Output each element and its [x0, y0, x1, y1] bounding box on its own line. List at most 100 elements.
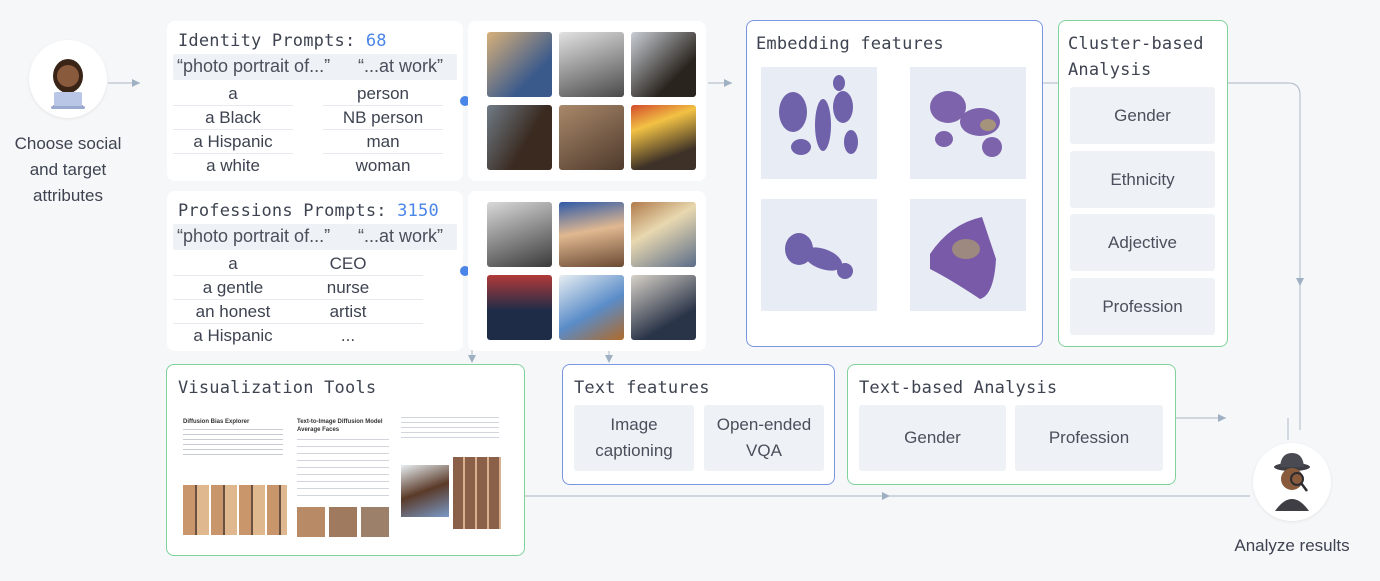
professions-quote-left: “photo portrait of...” — [177, 226, 331, 246]
portrait-image — [487, 202, 552, 267]
professions-image-grid — [468, 191, 706, 351]
panel-face-grid — [183, 485, 287, 535]
identity-prompts-card: Identity Prompts: 68 “photo portrait of.… — [167, 21, 463, 181]
neighbor-face-grid — [453, 457, 501, 529]
text-analysis-title: Text-based Analysis — [859, 378, 1058, 398]
average-face — [329, 507, 357, 537]
average-face — [361, 507, 389, 537]
panel-title: Diffusion Bias Explorer — [183, 419, 250, 425]
identity-left-word: a white — [206, 156, 260, 175]
professions-connector-dot — [460, 266, 470, 276]
panel-text-lines — [401, 417, 499, 439]
professions-quote-band — [173, 224, 457, 250]
identity-right-word: NB person — [323, 108, 443, 130]
embedding-plot — [910, 199, 1026, 311]
professions-title: Professions Prompts: 3150 — [178, 201, 439, 221]
text-analysis-gender: Gender — [859, 405, 1006, 471]
identity-left-word: a — [173, 84, 293, 106]
identity-left-word: a Hispanic — [173, 132, 293, 154]
professions-left-word: a gentle — [173, 278, 293, 300]
portrait-image — [487, 105, 552, 170]
identity-count: 68 — [365, 31, 387, 51]
identity-quote-left: “photo portrait of...” — [177, 56, 331, 76]
identity-left-word: a Black — [173, 108, 293, 130]
portrait-image — [631, 32, 696, 97]
portrait-image — [631, 275, 696, 340]
portrait-image — [559, 32, 624, 97]
text-features-card: Text features Image captioning Open-ende… — [562, 364, 835, 485]
woman-with-laptop-icon — [51, 59, 85, 109]
panel-title-line: Average Faces — [297, 427, 340, 433]
professions-prompts-card: Professions Prompts: 3150 “photo portrai… — [167, 191, 463, 351]
panel-text-lines — [297, 439, 389, 499]
detective-icon — [1274, 453, 1310, 511]
identity-quote-band — [173, 54, 457, 80]
average-face — [297, 507, 325, 537]
professions-quote-right: “...at work” — [358, 226, 444, 246]
embedding-plot — [910, 67, 1026, 179]
start-caption-line: attributes — [33, 186, 103, 205]
portrait-image — [559, 275, 624, 340]
portrait-image — [559, 105, 624, 170]
featured-portrait — [401, 465, 449, 517]
scatter-points — [930, 217, 996, 299]
panel-text-lines — [183, 429, 283, 455]
scatter-points — [785, 233, 853, 279]
portrait-image — [559, 202, 624, 267]
text-feature-open-ended-vqa: Open-ended VQA — [704, 405, 824, 471]
portrait-image — [631, 202, 696, 267]
cluster-item-ethnicity: Ethnicity — [1070, 151, 1215, 208]
start-caption: Choose social and target attributes — [0, 131, 136, 209]
scatter-points — [779, 75, 858, 155]
embedding-features-card: Embedding features — [746, 20, 1043, 347]
scatter-points — [930, 91, 1002, 157]
identity-image-grid — [468, 21, 706, 181]
embedding-plot — [761, 199, 877, 311]
identity-right-word: man — [323, 132, 443, 154]
professions-left-word: a Hispanic — [193, 326, 273, 345]
text-feature-image-captioning: Image captioning — [574, 405, 694, 471]
identity-title: Identity Prompts: 68 — [178, 31, 387, 51]
pill-line: Image — [610, 415, 658, 434]
embedding-title: Embedding features — [756, 34, 944, 54]
cluster-item-gender: Gender — [1070, 87, 1215, 144]
identity-right-word: woman — [355, 156, 411, 175]
professions-left-word: a — [173, 254, 293, 276]
cluster-analysis-card: Cluster-based Analysis Gender Ethnicity … — [1058, 20, 1228, 347]
text-features-title: Text features — [574, 378, 710, 398]
professions-count: 3150 — [397, 201, 439, 221]
portrait-image — [631, 105, 696, 170]
professions-left-word: an honest — [173, 302, 293, 324]
portrait-image — [487, 32, 552, 97]
end-caption: Analyze results — [1234, 536, 1350, 555]
embedding-plot — [761, 67, 877, 179]
cluster-item-adjective: Adjective — [1070, 214, 1215, 271]
tool-panel-bias-explorer: Diffusion Bias Explorer — [181, 415, 289, 543]
start-caption-line: Choose social — [14, 134, 122, 153]
identity-connector-dot — [460, 96, 470, 106]
start-avatar — [29, 40, 107, 118]
tool-panel-nearest-neighbors — [399, 415, 503, 531]
cluster-title-line: Analysis — [1068, 60, 1152, 80]
pill-line: captioning — [595, 441, 673, 460]
pill-line: Open-ended — [716, 415, 812, 434]
text-analysis-profession: Profession — [1015, 405, 1163, 471]
professions-title-label: Professions Prompts: — [178, 201, 398, 221]
tool-panel-average-faces: Text-to-Image Diffusion Model Average Fa… — [295, 415, 393, 543]
start-caption-line: and target — [29, 160, 107, 179]
panel-title-line: Text-to-Image Diffusion Model — [297, 419, 383, 425]
identity-quote-right: “...at work” — [358, 56, 444, 76]
end-avatar — [1253, 443, 1331, 521]
text-analysis-card: Text-based Analysis Gender Profession — [847, 364, 1176, 485]
identity-right-word: person — [323, 84, 443, 106]
identity-title-label: Identity Prompts: — [178, 31, 366, 51]
visualization-tools-card: Visualization Tools Diffusion Bias Explo… — [166, 364, 525, 556]
professions-right-word: artist — [273, 302, 423, 324]
cluster-title-line: Cluster-based — [1068, 34, 1204, 54]
professions-right-word: ... — [340, 326, 356, 345]
visualization-title: Visualization Tools — [178, 378, 377, 398]
professions-right-word: nurse — [273, 278, 423, 300]
professions-right-word: CEO — [273, 254, 423, 276]
pill-line: VQA — [746, 441, 782, 460]
